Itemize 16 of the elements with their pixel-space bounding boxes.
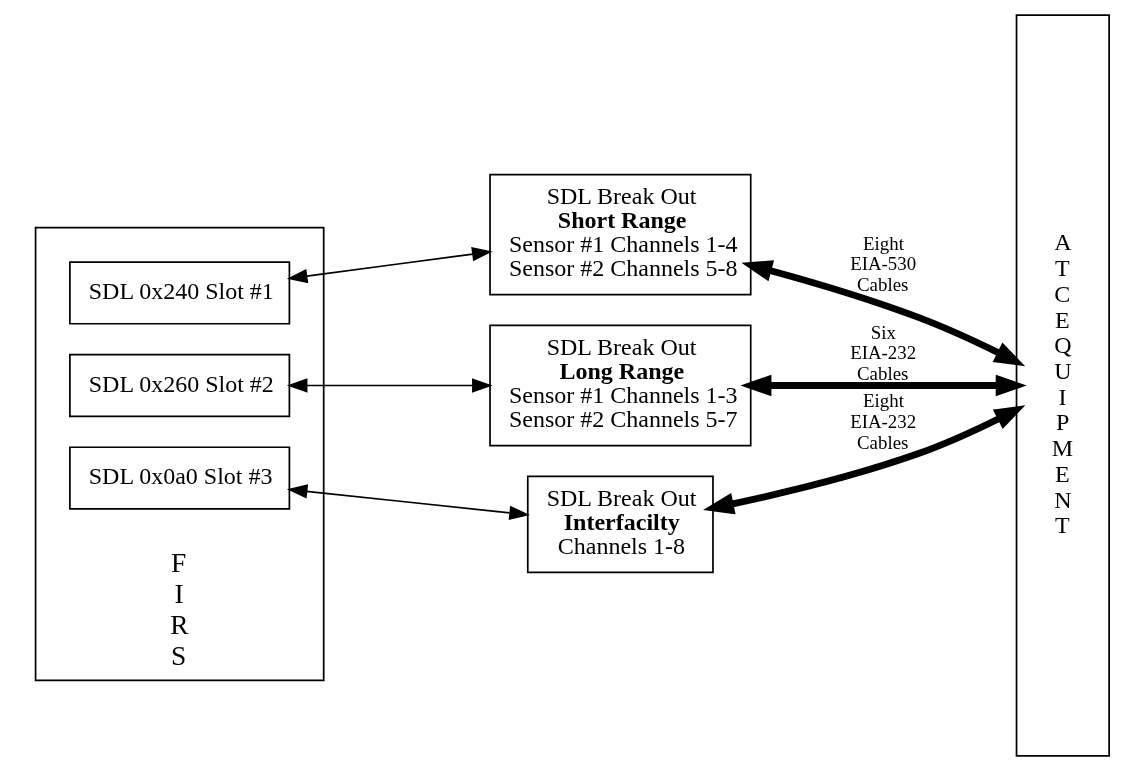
arrow [286, 378, 493, 393]
node-box: A T C E Q U I P M E N T [1015, 14, 1110, 757]
edge-label: Six EIA-232 Cables [849, 321, 916, 385]
arrow [739, 374, 1027, 397]
node-box: SDL Break Out Interfacilty Channels 1-8 [526, 475, 714, 574]
arrow [286, 246, 493, 284]
arrow [286, 484, 530, 520]
edge-label: Eight EIA-530 Cables [849, 232, 916, 295]
node-box: SDL Break Out Short Range Sensor #1 Channels 1-4 Sensor #2 Channels 5-8 [488, 173, 752, 296]
edge-label: Eight EIA-232 Cables [849, 390, 916, 453]
node-box: SDL 0x260 Slot #2 [68, 353, 290, 418]
arrow [702, 405, 1025, 515]
node-box: SDL Break Out Long Range Sensor #1 Channels 1-3 Sensor #2 Channels 5-7 [488, 324, 752, 447]
node-box: SDL 0x0a0 Slot #3 [68, 446, 290, 510]
node-box: SDL 0x240 Slot #1 [68, 261, 290, 325]
arrow [740, 260, 1025, 367]
